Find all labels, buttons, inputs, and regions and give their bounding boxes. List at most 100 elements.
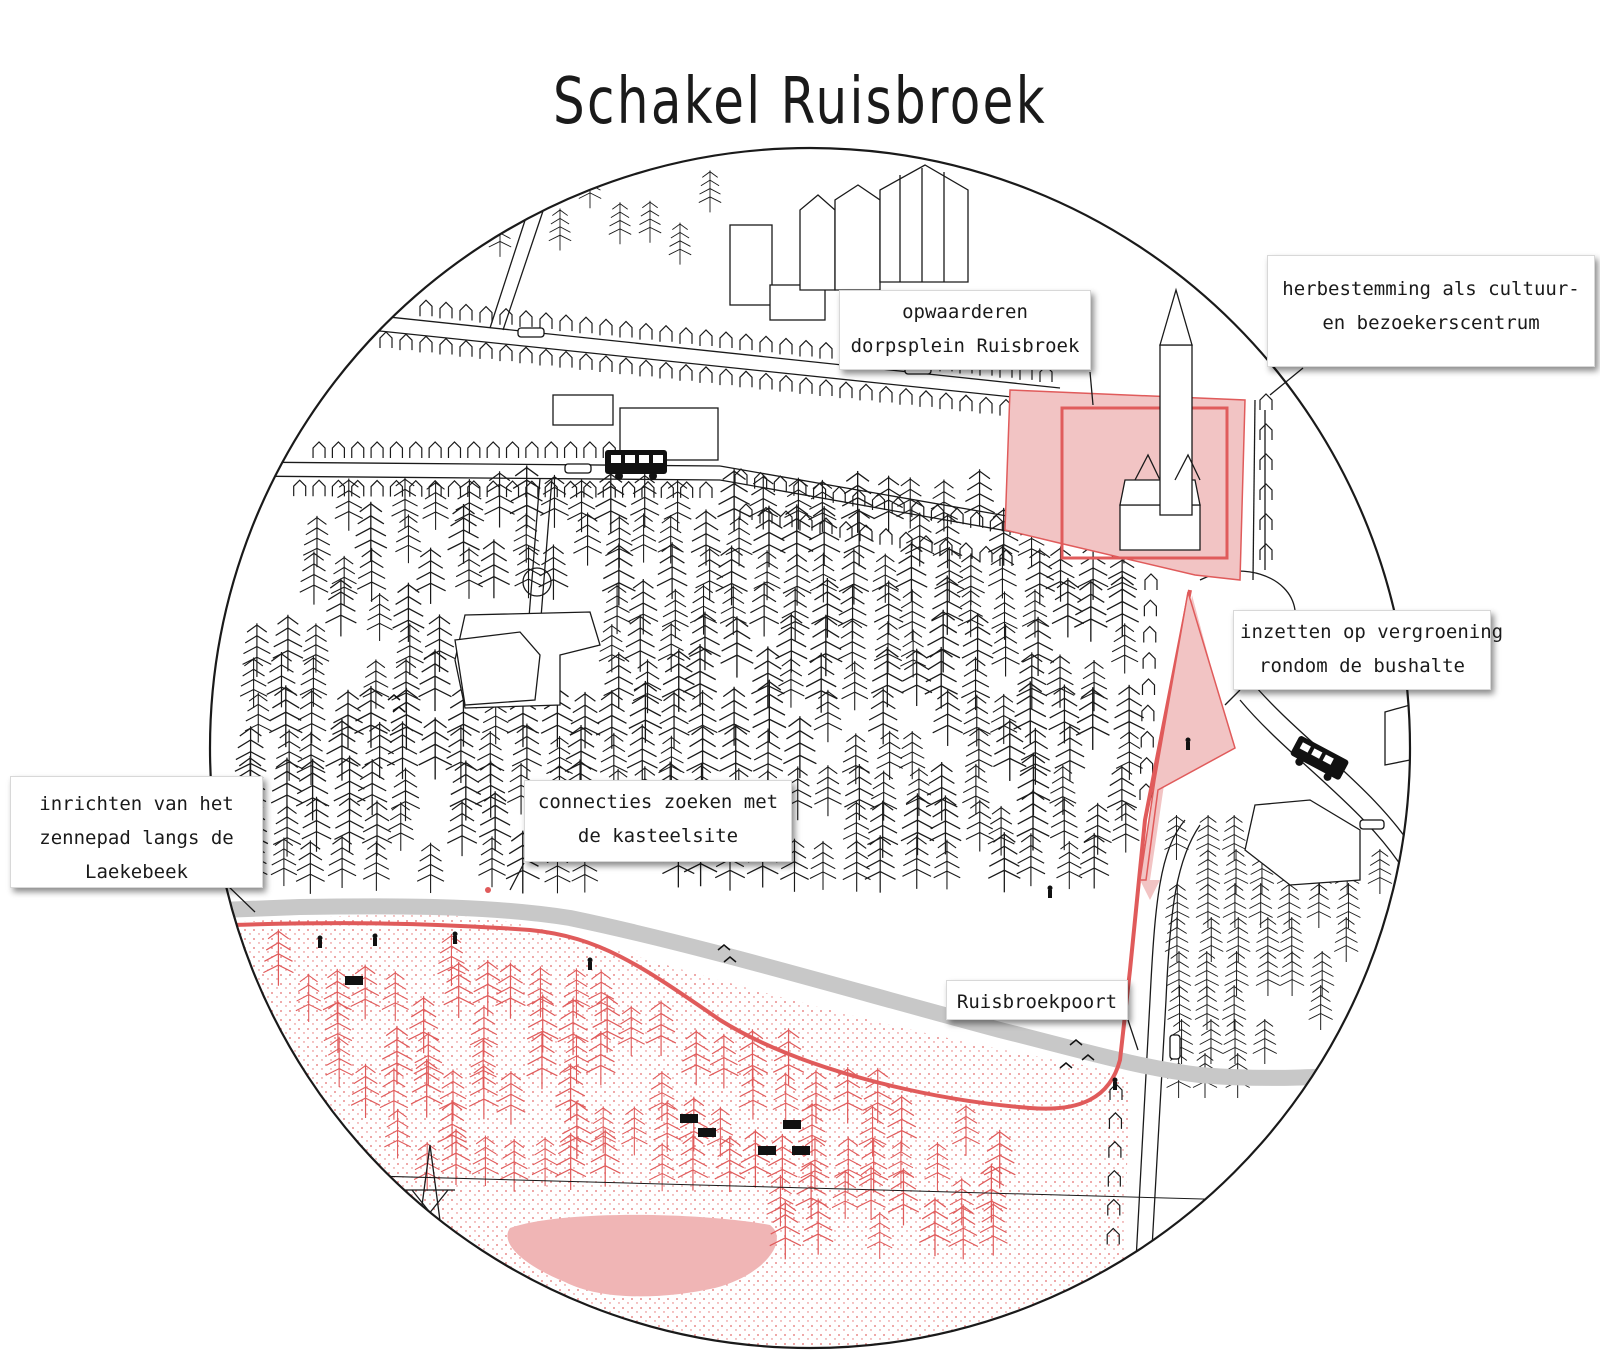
- bus-icon: [1290, 736, 1349, 781]
- house-icon: [1143, 599, 1157, 617]
- tree-icon: [1309, 950, 1335, 997]
- tree-icon: [782, 552, 812, 607]
- tree-icon: [389, 687, 424, 751]
- tree-icon: [900, 792, 935, 856]
- house-icon: [447, 480, 462, 498]
- tree-icon: [268, 684, 303, 748]
- tree-icon: [299, 550, 329, 606]
- tree-icon: [446, 503, 481, 565]
- house-icon: [1140, 730, 1154, 749]
- tree-icon: [302, 515, 332, 568]
- house-icon: [486, 480, 500, 498]
- house-icon: [293, 479, 307, 497]
- map-title: Schakel Ruisbroek: [553, 64, 1047, 139]
- buildings: [454, 164, 1410, 886]
- tree-icon: [807, 505, 841, 567]
- tree-icon: [324, 577, 357, 638]
- map-frame: [208, 146, 1412, 1350]
- house-icon: [1259, 453, 1273, 471]
- tree-icon: [685, 723, 720, 786]
- house-icon: [389, 441, 404, 459]
- tree-icon: [416, 842, 445, 894]
- tree-icon: [866, 800, 899, 859]
- tree-icon: [658, 690, 690, 750]
- house-icon: [505, 441, 520, 459]
- tree-icon: [572, 511, 603, 567]
- house-icon: [879, 528, 893, 546]
- tree-icon: [244, 692, 273, 744]
- tree-icon: [391, 582, 425, 643]
- house-icon: [759, 335, 773, 353]
- house-icon: [699, 366, 713, 384]
- tree-icon: [1306, 882, 1332, 929]
- house-icon: [979, 545, 993, 564]
- house-icon: [519, 310, 533, 328]
- tree-icon: [1075, 686, 1111, 751]
- tree-icon: [1252, 1018, 1278, 1065]
- tree-icon: [1055, 840, 1083, 890]
- tree-icon: [417, 716, 453, 781]
- tree-icon: [598, 623, 626, 673]
- bird-icon: [387, 694, 1095, 1069]
- tree-icon: [302, 622, 330, 674]
- house-icon: [539, 312, 553, 330]
- house-icon: [379, 331, 393, 349]
- tree-icon: [638, 200, 662, 244]
- tree-icon: [808, 614, 843, 677]
- tree-icon: [595, 689, 629, 750]
- house-icon: [1141, 704, 1155, 722]
- house-icon: [839, 381, 853, 399]
- roads: [229, 204, 1410, 1348]
- tree-icon: [387, 801, 415, 852]
- tree-icon: [898, 588, 927, 641]
- tree-icon: [957, 588, 984, 638]
- tree-icon: [750, 645, 786, 709]
- tree-icon: [841, 732, 870, 785]
- tree-icon: [1255, 950, 1281, 997]
- house-icon: [622, 481, 636, 499]
- tree-icon: [1223, 848, 1249, 895]
- tree-icon: [780, 587, 810, 642]
- tree-icon: [272, 804, 302, 858]
- tree-icon: [1225, 916, 1251, 963]
- tree-icon: [901, 834, 932, 890]
- house-icon: [447, 441, 462, 459]
- church-icon: [1119, 287, 1201, 551]
- tree-icon: [1110, 622, 1139, 675]
- tree-icon: [668, 222, 692, 266]
- tree-icon: [1016, 832, 1046, 887]
- tree-icon: [488, 214, 512, 258]
- tree-icon: [813, 689, 843, 743]
- tree-icon: [626, 723, 659, 783]
- tree-icon: [628, 680, 663, 744]
- tree-icon: [601, 542, 637, 607]
- tree-icon: [270, 836, 298, 887]
- tree-icon: [1198, 1018, 1224, 1065]
- tree-icon: [362, 840, 391, 892]
- tree-icon: [1279, 950, 1305, 997]
- tree-icon: [1111, 801, 1140, 854]
- tree-icon: [356, 547, 387, 603]
- tree-icon: [989, 693, 1018, 745]
- tree-icon: [661, 648, 697, 713]
- callout-zennepad: inrichten van het zennepad langs de Laek…: [10, 776, 263, 888]
- tree-icon: [1224, 950, 1250, 997]
- tree-icon: [690, 508, 722, 567]
- pedestrian-icon: [317, 737, 1191, 1090]
- tree-icon: [1166, 950, 1192, 997]
- tree-icon: [991, 623, 1021, 678]
- tree-icon: [962, 694, 992, 747]
- house-icon: [409, 480, 423, 498]
- tree-icon: [362, 658, 390, 710]
- callout-dorpsplein: opwaarderen dorpsplein Ruisbroek: [839, 290, 1091, 370]
- house-icon: [799, 339, 813, 358]
- house-icon: [599, 318, 613, 336]
- house-icon: [479, 306, 493, 324]
- tree-icon: [843, 763, 875, 821]
- tree-icon: [239, 656, 268, 709]
- tree-icon: [564, 724, 598, 787]
- tree-icon: [1276, 882, 1302, 929]
- tree-icon: [241, 622, 272, 678]
- tree-icon: [514, 545, 543, 599]
- house-icon: [919, 390, 933, 408]
